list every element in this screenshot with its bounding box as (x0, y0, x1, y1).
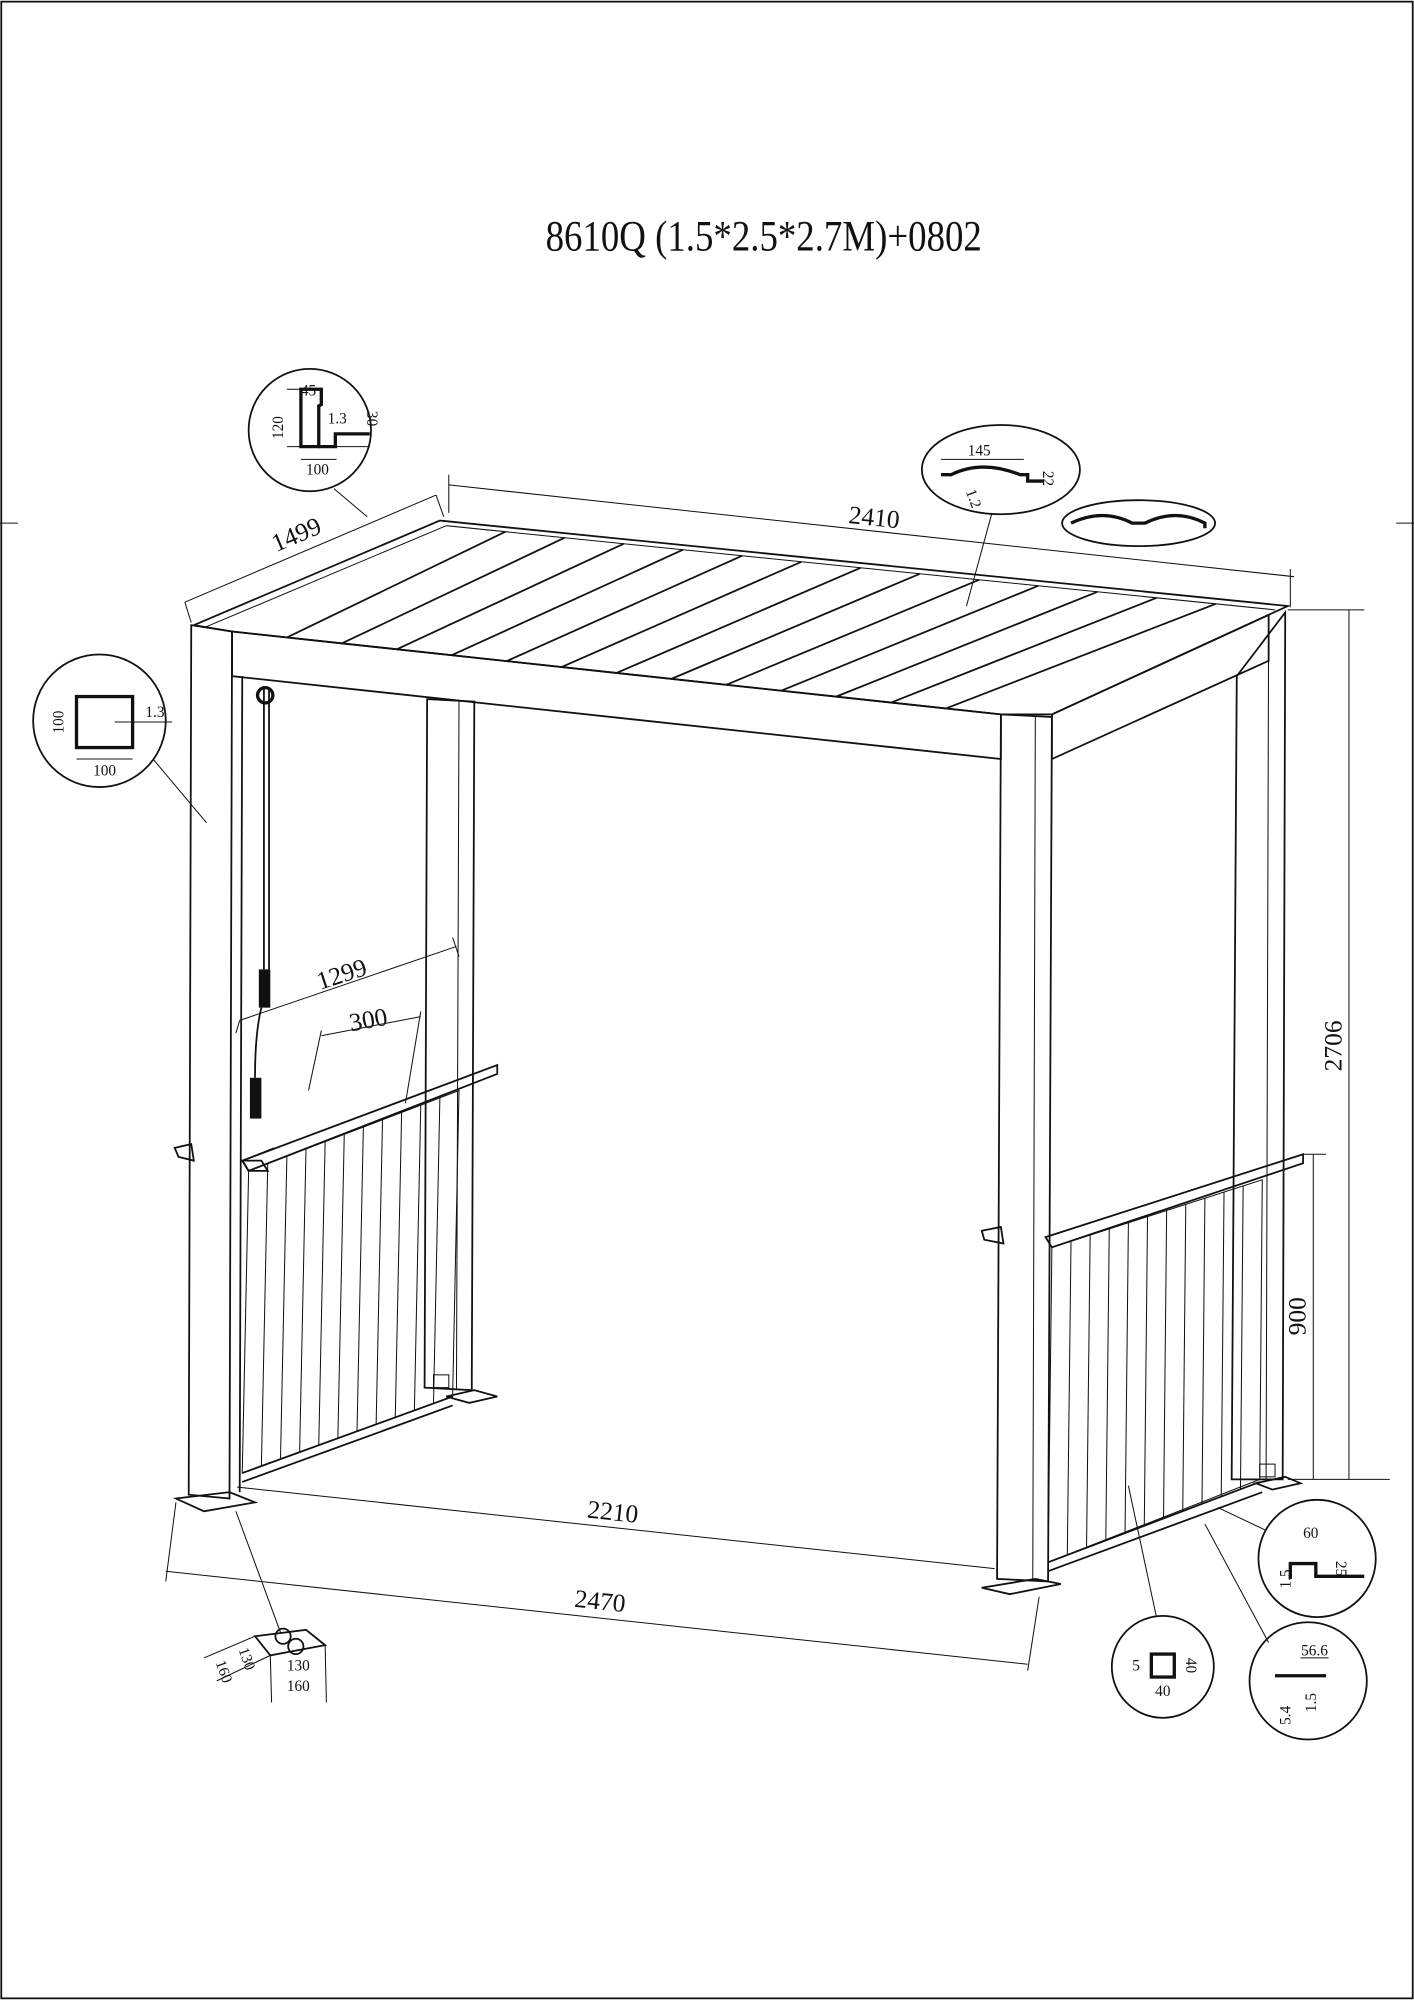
roof-slats (286, 530, 1217, 710)
dim-bar-depth: 300 (347, 1002, 390, 1037)
svg-text:25: 25 (1332, 1561, 1349, 1577)
panel-slat (337, 1134, 345, 1439)
drawing-title: 8610Q (1.5*2.5*2.7M)+0802 (546, 211, 982, 259)
roof-slat (835, 590, 1098, 698)
panel-slat (375, 1119, 384, 1425)
panel-slat (1163, 1210, 1168, 1519)
panel-slat (1239, 1185, 1244, 1490)
svg-text:22: 22 (1039, 471, 1056, 486)
svg-text:40: 40 (1155, 1683, 1171, 1700)
panel-slat (356, 1127, 364, 1432)
roof-slat (671, 572, 921, 680)
svg-text:130: 130 (287, 1658, 310, 1675)
detail-base-plate: 130 160 130 160 (203, 1511, 328, 1703)
detail-channel-a: 60 25 1.5 (1217, 1498, 1377, 1619)
posts (172, 609, 1304, 1596)
detail-slat-profile: 145 22 1.2 (920, 424, 1216, 607)
svg-text:30: 30 (363, 411, 380, 427)
dim-inner-width: 2210 (586, 1495, 640, 1529)
detail-channel-b: 56.6 5.4 1.5 (1204, 1523, 1368, 1741)
roof-slat (341, 536, 566, 645)
svg-text:100: 100 (306, 462, 329, 479)
panel-slat (1086, 1235, 1091, 1548)
panel-slat (1143, 1216, 1149, 1526)
crank-rod (249, 685, 275, 1119)
svg-text:100: 100 (51, 710, 68, 733)
dim-depth: 1499 (267, 511, 325, 558)
roof-slat (561, 560, 802, 668)
panel-slat (1182, 1204, 1187, 1512)
svg-text:130: 130 (235, 1645, 259, 1673)
detail-slat-pair (1061, 499, 1216, 547)
roof-slat (945, 603, 1217, 710)
panel-slat (413, 1105, 422, 1411)
detail-panel-tube: 5 40 40 (1110, 1485, 1215, 1719)
svg-text:5.4: 5.4 (1277, 1705, 1294, 1724)
front-beam (231, 630, 1002, 761)
panel-slat (1105, 1228, 1110, 1541)
roof-slat (396, 542, 625, 651)
detail-beam-profile: 45 120 1.3 30 100 (247, 367, 380, 518)
svg-text:1.3: 1.3 (328, 411, 347, 428)
panel-slat (1066, 1241, 1072, 1555)
svg-text:160: 160 (287, 1678, 310, 1695)
svg-text:1.3: 1.3 (145, 704, 164, 721)
panel-slat (394, 1112, 403, 1418)
svg-text:40: 40 (1182, 1658, 1199, 1674)
dim-height: 2706 (1318, 1020, 1347, 1071)
bar-counter-left (173, 1063, 499, 1483)
bar-counter-right (980, 1153, 1304, 1573)
panel-slat (279, 1156, 288, 1460)
svg-text:1.5: 1.5 (1277, 1569, 1294, 1588)
dim-bar-height: 900 (1283, 1297, 1312, 1335)
svg-text:1.2: 1.2 (962, 487, 985, 511)
svg-text:100: 100 (93, 763, 116, 780)
roof (190, 519, 1292, 761)
roof-slat (616, 566, 861, 674)
svg-text:160: 160 (212, 1658, 236, 1686)
detail-post-profile: 1.3 100 100 (32, 653, 207, 824)
roof-slat (506, 554, 743, 662)
svg-text:1.5: 1.5 (1303, 1693, 1320, 1712)
svg-text:56.6: 56.6 (1301, 1642, 1328, 1659)
panel-slat (260, 1163, 269, 1467)
post-front-right (996, 713, 1053, 1583)
roof-slat (451, 548, 684, 657)
svg-text:145: 145 (968, 443, 991, 460)
post-back-right (1230, 609, 1287, 1481)
panel-slat (318, 1141, 326, 1446)
post-front-left (187, 624, 233, 1500)
panel-slat (299, 1148, 307, 1453)
dim-outer-width: 2470 (573, 1584, 627, 1618)
roof-slat (780, 584, 1039, 692)
panel-slat (1201, 1198, 1206, 1504)
roof-slat (890, 596, 1157, 704)
post-back-left (423, 698, 476, 1392)
panel-slat (1220, 1192, 1225, 1497)
svg-text:120: 120 (270, 416, 287, 439)
roof-slat (286, 530, 506, 639)
svg-text:5: 5 (1132, 1658, 1140, 1675)
roof-slat (725, 578, 980, 686)
svg-text:60: 60 (1303, 1525, 1319, 1542)
svg-text:45: 45 (301, 383, 317, 400)
panel-slat (432, 1097, 441, 1404)
dimensions: 1499 2410 2706 900 2210 2470 1299 300 (165, 474, 1390, 1671)
panel-slat (1124, 1222, 1129, 1534)
dim-width-top: 2410 (847, 500, 901, 534)
dim-bar-length: 1299 (313, 952, 370, 995)
